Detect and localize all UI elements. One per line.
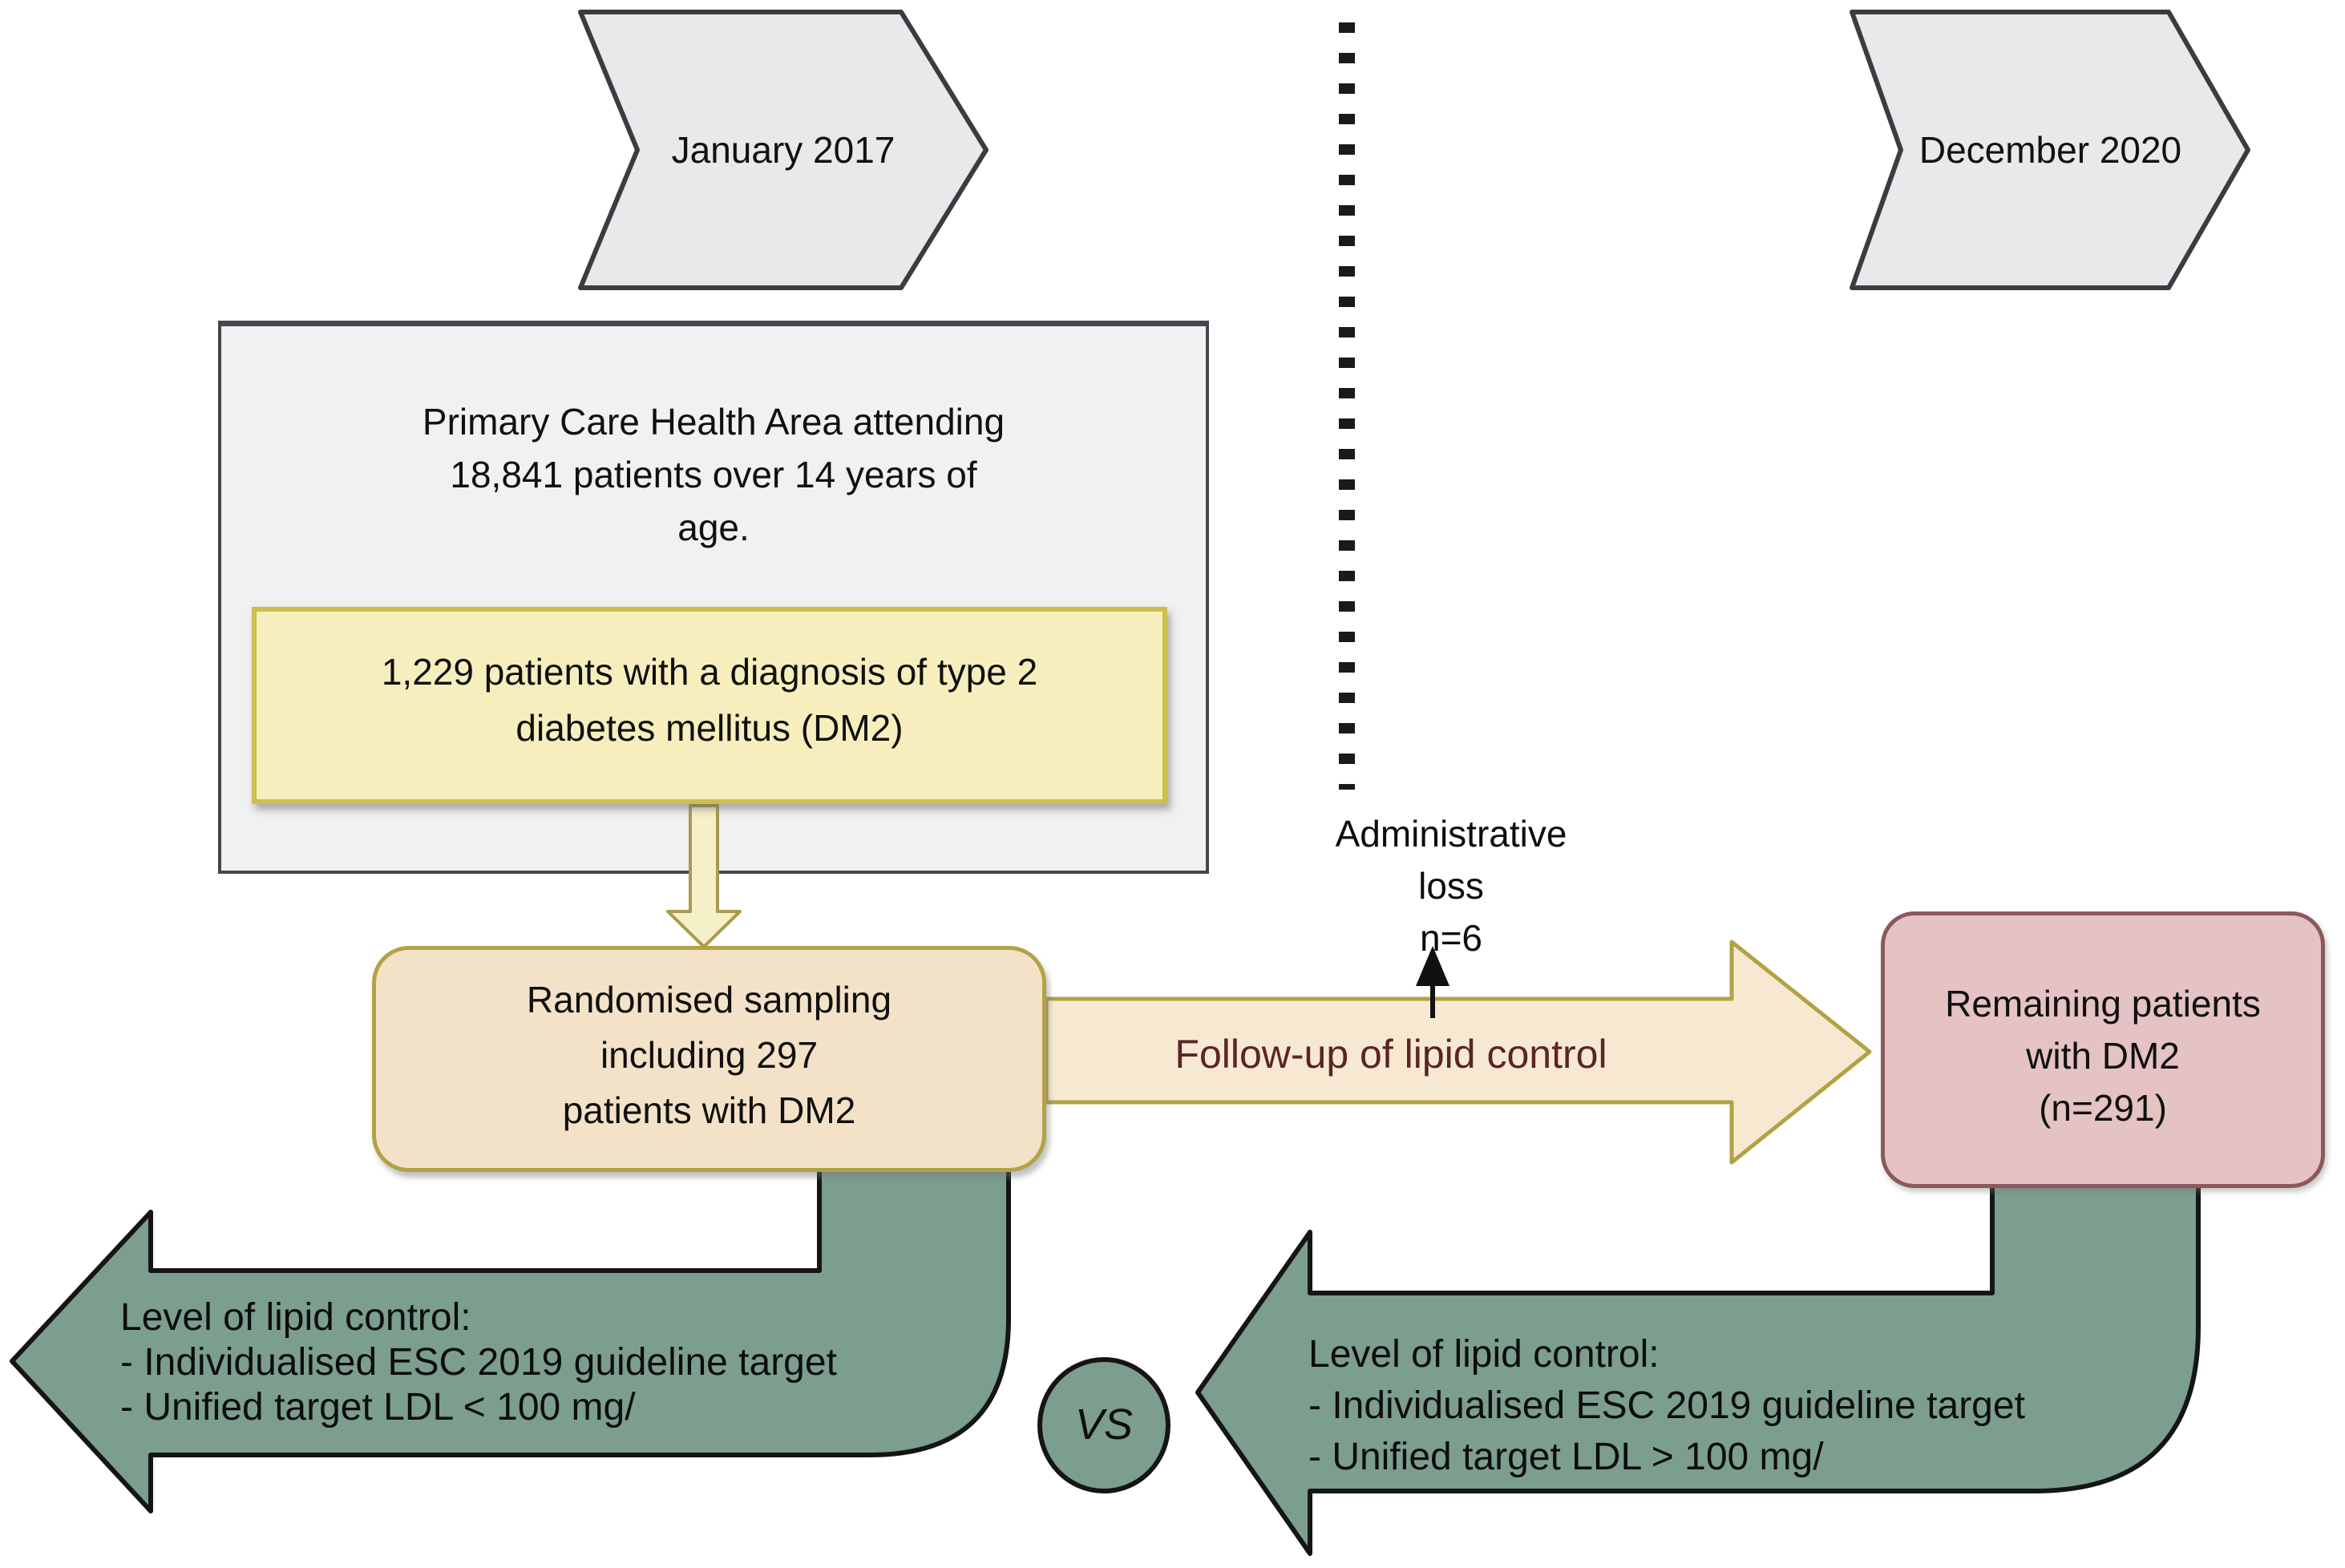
vs-label: VS xyxy=(1074,1400,1134,1449)
text-line: Primary Care Health Area attending xyxy=(422,401,1005,443)
timeline-start-label: January 2017 xyxy=(671,129,896,171)
right-outcome-arrow-label: Level of lipid control: - Individualised… xyxy=(1308,1329,2142,1483)
vs-circle xyxy=(1037,1357,1170,1493)
admin-loss-label: Administrative loss n=6 xyxy=(1291,808,1611,964)
text-line: 18,841 patients over 14 years of xyxy=(450,454,977,495)
text-line: Randomised sampling xyxy=(526,979,892,1020)
sampling-box-text: Randomised sampling including 297 patien… xyxy=(376,950,1042,1138)
text-line: age. xyxy=(677,507,750,548)
text-line: - Individualised ESC 2019 guideline targ… xyxy=(120,1341,837,1384)
timeline-start-chevron xyxy=(578,10,989,290)
right-outcome-arrow-shape xyxy=(1195,1178,2201,1556)
text-line: patients with DM2 xyxy=(562,1089,856,1131)
remaining-box-text: Remaining patients with DM2 (n=291) xyxy=(1885,915,2321,1134)
dm2-diagnosis-box-text: 1,229 patients with a diagnosis of type … xyxy=(257,612,1162,756)
text-line: Level of lipid control: xyxy=(1308,1333,1660,1376)
admin-loss-arrow-head xyxy=(1416,946,1449,986)
text-line: Remaining patients xyxy=(1945,983,2261,1024)
dm2-diagnosis-box: 1,229 patients with a diagnosis of type … xyxy=(252,607,1167,804)
text-line: diabetes mellitus (DM2) xyxy=(515,707,904,749)
remaining-box: Remaining patients with DM2 (n=291) xyxy=(1881,911,2325,1188)
followup-arrow-shape xyxy=(1044,940,1872,1165)
text-line: loss xyxy=(1418,865,1484,907)
followup-arrow-label: Follow-up of lipid control xyxy=(1175,1032,1607,1077)
text-line: including 297 xyxy=(600,1034,819,1076)
timeline-end-chevron xyxy=(1850,10,2250,290)
text-line: - Unified target LDL < 100 mg/ xyxy=(120,1386,636,1429)
text-line: with DM2 xyxy=(2026,1035,2180,1077)
text-line: 1,229 patients with a diagnosis of type … xyxy=(381,651,1038,693)
sampling-box: Randomised sampling including 297 patien… xyxy=(372,946,1046,1172)
down-arrow xyxy=(666,804,742,948)
text-line: - Unified target LDL > 100 mg/ xyxy=(1308,1436,1824,1478)
population-box-text: Primary Care Health Area attending 18,84… xyxy=(221,326,1206,554)
text-line: (n=291) xyxy=(2039,1087,2167,1129)
text-line: Administrative xyxy=(1335,813,1567,855)
left-outcome-arrow-label: Level of lipid control: - Individualised… xyxy=(120,1295,1026,1430)
text-line: Level of lipid control: xyxy=(120,1296,471,1339)
timeline-end-label: December 2020 xyxy=(1918,129,2182,171)
text-line: n=6 xyxy=(1419,917,1483,959)
text-line: - Individualised ESC 2019 guideline targ… xyxy=(1308,1384,2025,1427)
